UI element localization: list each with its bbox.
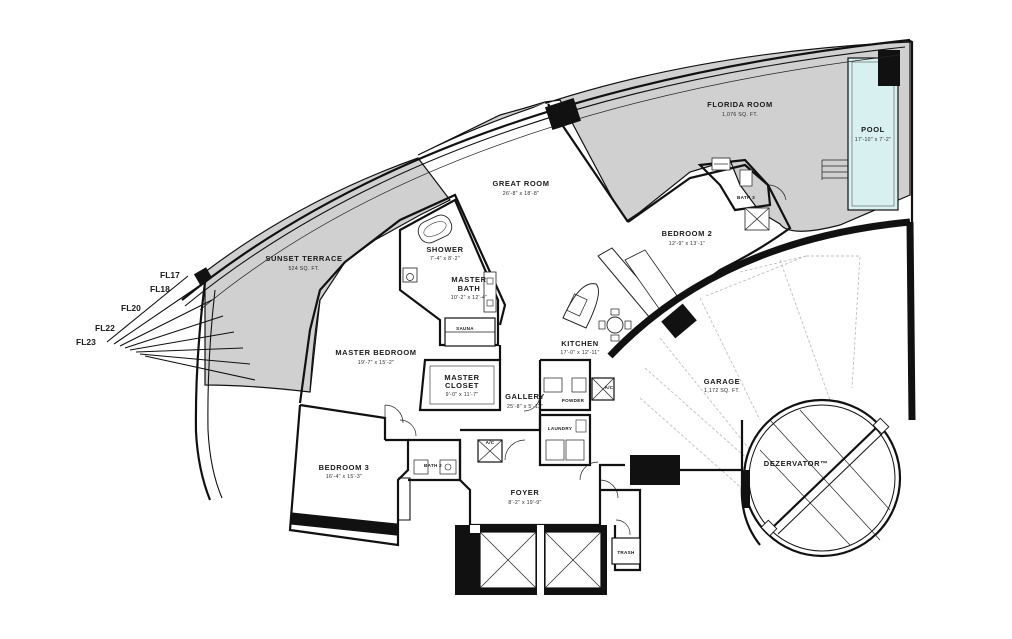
- bedroom-2-size: 12'-9" x 13'-1": [669, 241, 705, 247]
- pool-steps: [821, 159, 848, 180]
- shower-size: 7'-4" x 8'-2": [430, 256, 460, 262]
- floor-label-fl22: FL22: [95, 323, 115, 333]
- shower-label: SHOWER: [426, 245, 463, 254]
- laundry-walls: [538, 413, 592, 467]
- gallery-label: GALLERY: [505, 392, 545, 401]
- powder-label: POWDER: [562, 398, 585, 403]
- sauna-label: SAUNA: [456, 326, 474, 331]
- bedroom-3-label: BEDROOM 3: [319, 463, 370, 472]
- sunset-terrace-size: 524 SQ. FT.: [289, 266, 320, 272]
- floor-label-fl17: FL17: [160, 270, 180, 280]
- great-room-size: 26'-8" x 18'-8": [503, 191, 539, 197]
- floor-label-fl18: FL18: [150, 284, 170, 294]
- master-bedroom-size: 19'-7" x 15'-2": [358, 360, 394, 366]
- pool-size: 17'-10" x 7'-2": [855, 137, 891, 143]
- ac-kitchen-label: A/C: [605, 385, 614, 390]
- master-bath-label-2: BATH: [458, 284, 481, 293]
- powder-walls: [540, 358, 592, 412]
- kitchen-island: [562, 283, 599, 329]
- bedroom-2-label: BEDROOM 2: [662, 229, 713, 238]
- master-closet-label-2: CLOSET: [445, 381, 479, 390]
- master-bedroom-label: MASTER BEDROOM: [335, 348, 416, 357]
- bath-3-walls: [697, 158, 772, 212]
- master-suite-wall: [298, 193, 507, 404]
- gallery-size: 25'-8" x 5'-11": [507, 404, 543, 410]
- laundry-label: LAUNDRY: [548, 426, 572, 431]
- trash-room: [611, 537, 641, 565]
- sunset-terrace-area: [204, 157, 451, 393]
- floor-label-fl20: FL20: [121, 303, 141, 313]
- great-room-label: GREAT ROOM: [492, 179, 549, 188]
- garage-parking-stalls: [639, 255, 861, 501]
- florida-room-size: 1,076 SQ. FT.: [722, 112, 758, 118]
- kitchen-size: 17'-0" x 12'-11": [560, 350, 599, 356]
- foyer-label: FOYER: [511, 488, 540, 497]
- bathtub: [417, 214, 453, 244]
- garage-curved-wall: [607, 218, 911, 359]
- garage-label: GARAGE: [704, 377, 741, 386]
- ac-gallery-label: A/C: [486, 440, 495, 445]
- master-closet-label: MASTER: [444, 373, 479, 382]
- dining-table: [606, 316, 624, 334]
- master-bath-size: 10'-2" x 12'-4": [451, 295, 487, 301]
- trash-label: TRASH: [617, 550, 635, 555]
- foyer-size: 8'-2" x 19'-9": [508, 500, 541, 506]
- garage-size: 1,172 SQ. FT.: [704, 388, 740, 394]
- toilet-icon: [402, 267, 418, 283]
- kitchen-label: KITCHEN: [561, 339, 599, 348]
- master-closet: [418, 358, 502, 412]
- pool-label: POOL: [861, 125, 885, 134]
- bath-2-label: BATH 2: [424, 463, 442, 468]
- master-closet-size: 9'-0" x 11'-7": [446, 392, 479, 398]
- bedroom-3-size: 16'-4" x 15'-3": [326, 474, 362, 480]
- outer-glass-curve: [181, 38, 911, 301]
- floor-label-fl23: FL23: [76, 337, 96, 347]
- master-bath-label: MASTER: [451, 275, 486, 284]
- dezervator-label: DEZERVATOR™: [764, 459, 828, 468]
- florida-room-label: FLORIDA ROOM: [707, 100, 773, 109]
- sunset-terrace-label: SUNSET TERRACE: [265, 254, 342, 263]
- bath-3-label: BATH 3: [737, 195, 755, 200]
- floor-level-lines: [106, 275, 256, 381]
